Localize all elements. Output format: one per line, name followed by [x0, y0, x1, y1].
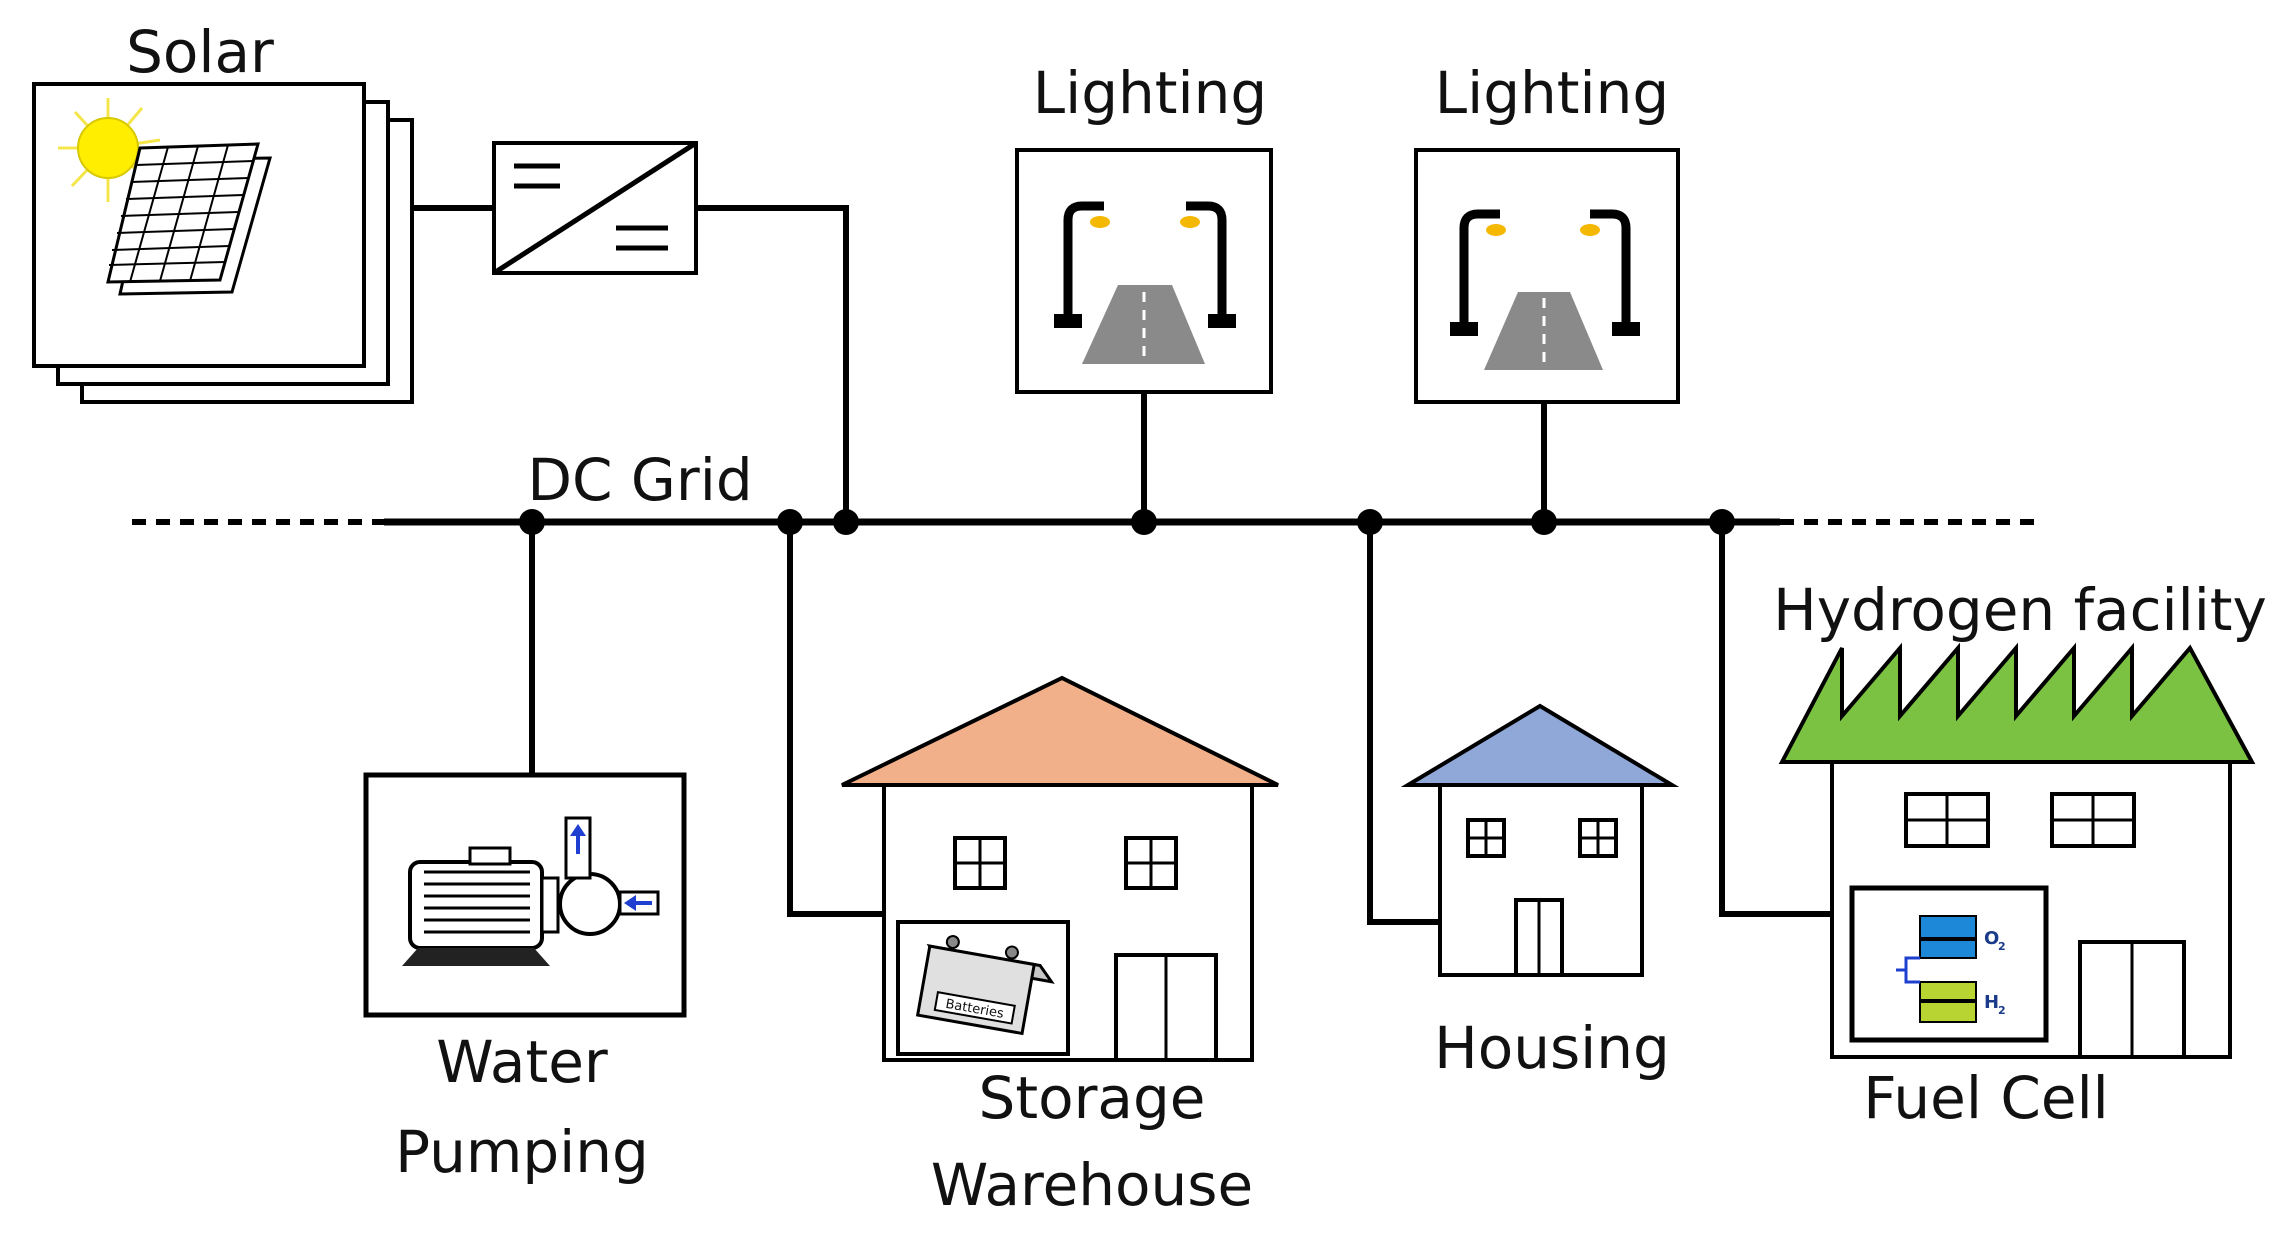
junction-node — [1131, 509, 1157, 535]
hydrogen-facility-label: Hydrogen facility — [1773, 576, 2267, 644]
solar-label: Solar — [126, 18, 274, 86]
water-pumping-label-line1: Water — [436, 1028, 608, 1096]
street-light-icon — [1015, 148, 1273, 394]
housing-label: Housing — [1434, 1014, 1670, 1082]
solar-panel-icon — [32, 82, 414, 404]
door-icon — [2078, 940, 2186, 1059]
water-pump-icon — [363, 772, 687, 1018]
window-icon — [1904, 792, 1990, 848]
o2-label: O — [1984, 928, 1999, 949]
window-icon — [1466, 818, 1506, 858]
lighting-2-label: Lighting — [1435, 59, 1669, 127]
fuel-cell-icon: O 2 H 2 — [1849, 885, 2049, 1043]
o2-subscript: 2 — [1998, 940, 2006, 953]
h2-label: H — [1984, 992, 1999, 1013]
window-icon — [1578, 818, 1618, 858]
door-icon — [1514, 898, 1564, 977]
window-icon — [1124, 836, 1178, 890]
storage-warehouse-label-line2: Warehouse — [931, 1151, 1253, 1219]
water-pumping-label-line2: Pumping — [395, 1118, 649, 1186]
window-icon — [2050, 792, 2136, 848]
junction-node — [833, 509, 859, 535]
storage-warehouse-label-line1: Storage — [979, 1064, 1206, 1132]
h2-subscript: 2 — [1998, 1004, 2006, 1017]
lighting-1-label: Lighting — [1033, 59, 1267, 127]
converter-grid-link — [696, 205, 849, 522]
dc-dc-converter-icon — [492, 140, 698, 276]
dc-grid-label: DC Grid — [527, 446, 752, 514]
fuel-cell-label: Fuel Cell — [1863, 1064, 2109, 1132]
street-light-icon — [1414, 148, 1680, 404]
window-icon — [953, 836, 1007, 890]
battery-icon: Batteries — [896, 920, 1070, 1056]
feeder-lines — [529, 522, 1852, 925]
sun-icon — [77, 117, 139, 179]
door-icon — [1114, 953, 1218, 1062]
house-icon — [1400, 703, 1680, 977]
junction-node — [1531, 509, 1557, 535]
